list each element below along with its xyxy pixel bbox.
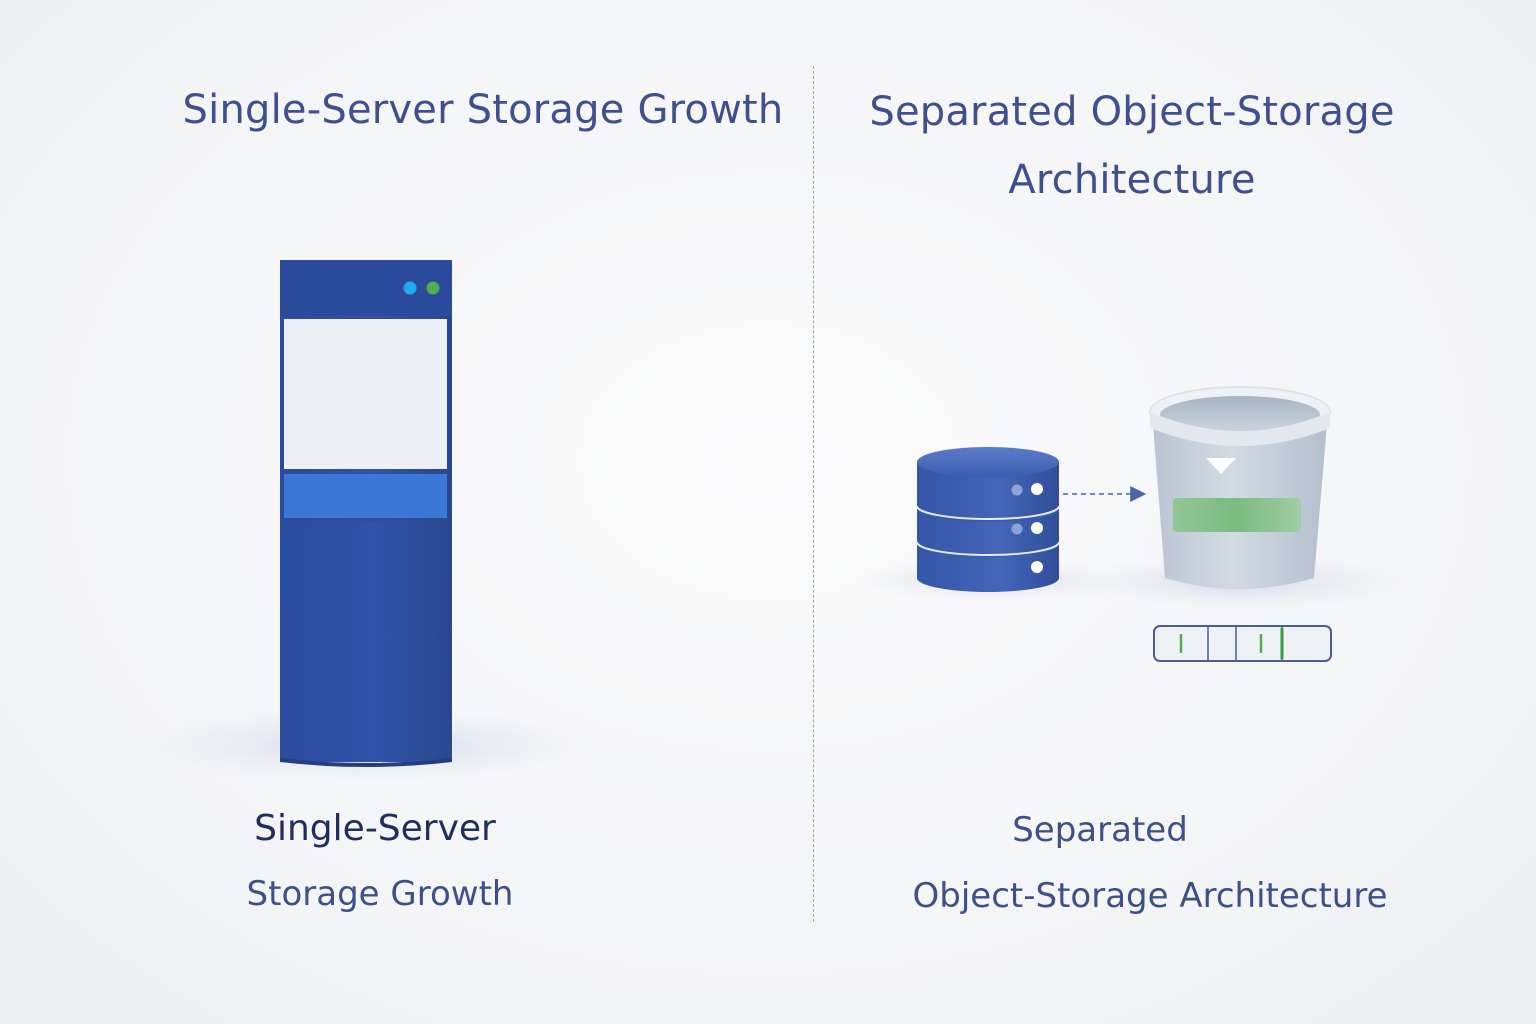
left-caption-line2: Storage Growth xyxy=(246,874,514,914)
center-divider xyxy=(813,66,814,922)
meter-frame xyxy=(1153,625,1332,662)
tower-led-blue xyxy=(403,281,417,295)
db-led-2b xyxy=(1031,522,1043,534)
left-title: Single-Server Storage Growth xyxy=(150,76,816,144)
db-top-cap xyxy=(917,447,1059,477)
db-led-2a xyxy=(1011,523,1023,535)
right-title-line2: Architecture xyxy=(1008,157,1256,203)
right-caption-line1: Separated xyxy=(1012,810,1188,850)
bucket-inner xyxy=(1160,396,1320,434)
tower-top-panel xyxy=(280,260,452,316)
right-title-line1: Separated Object-Storage xyxy=(869,89,1395,135)
bucket-lip xyxy=(1150,412,1330,446)
db-led-1a xyxy=(1011,484,1023,496)
db-disk-3 xyxy=(917,545,1059,592)
tower-band-edge xyxy=(284,518,447,521)
tower-accent-band xyxy=(284,474,447,518)
right-title: Separated Object-Storage Architecture xyxy=(832,78,1432,214)
object-storage-bucket-icon xyxy=(1070,386,1410,610)
db-disk-2 xyxy=(917,510,1059,554)
right-caption-line2: Object-Storage Architecture xyxy=(912,876,1388,916)
db-separator-1 xyxy=(916,505,1060,520)
db-led-1b xyxy=(1031,483,1043,495)
tower-base xyxy=(280,758,452,767)
db-separator-2 xyxy=(916,541,1060,556)
db-led-3 xyxy=(1031,561,1043,573)
bucket-notch xyxy=(1206,458,1236,474)
server-tower-icon xyxy=(125,260,615,783)
left-caption-line1: Single-Server xyxy=(254,808,496,849)
tower-led-green xyxy=(426,281,440,295)
bucket-green-label xyxy=(1173,498,1301,532)
capacity-meter-icon xyxy=(1153,625,1332,662)
left-title-text: Single-Server Storage Growth xyxy=(182,87,784,133)
database-server-icon xyxy=(850,447,1130,602)
tower-white-panel xyxy=(284,319,447,469)
db-disk-1 xyxy=(917,462,1059,518)
